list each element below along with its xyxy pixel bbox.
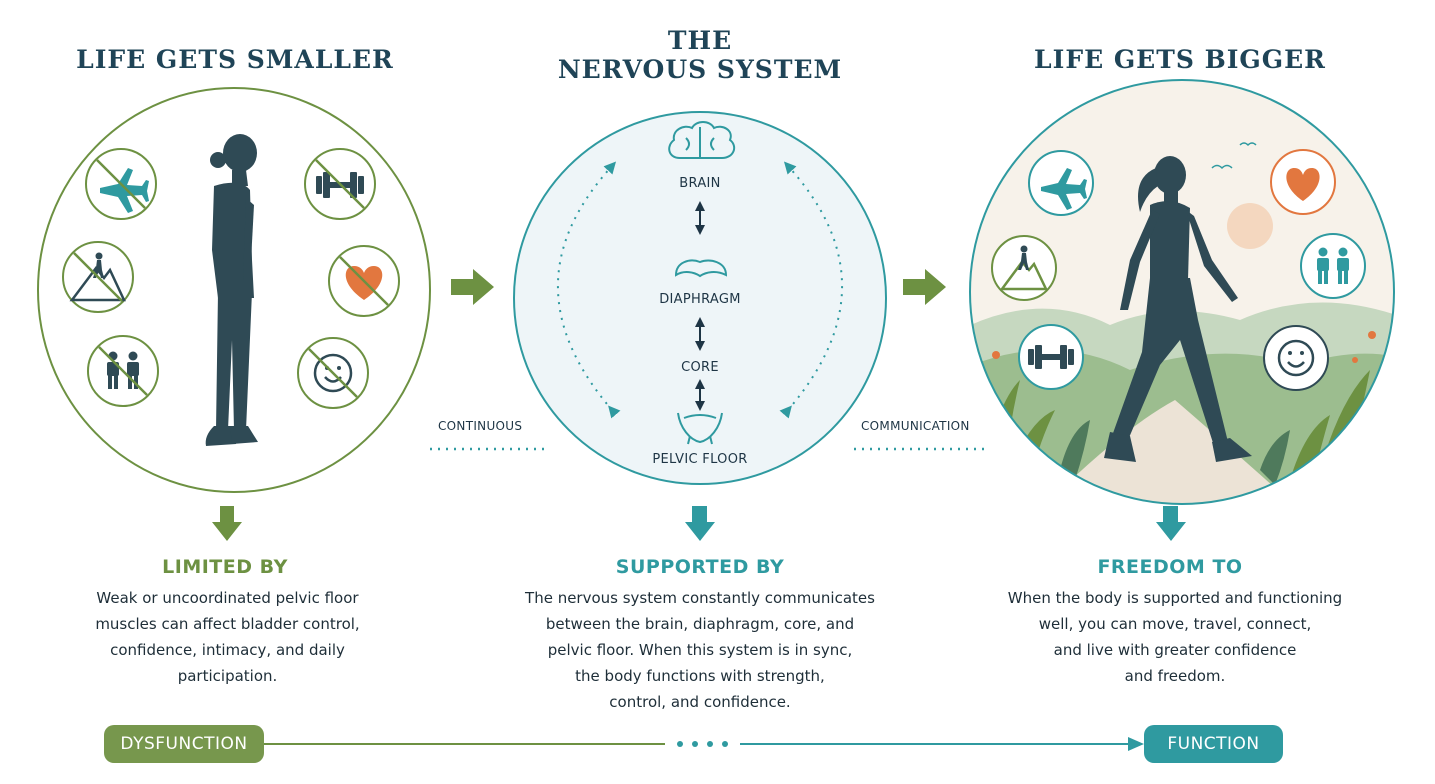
pelvis-icon — [677, 412, 723, 445]
left-body-line: Weak or uncoordinated pelvic floor — [96, 589, 359, 607]
brain-icon — [668, 121, 736, 159]
walking-woman-figure — [1104, 156, 1252, 462]
node-brain: BRAIN — [679, 176, 721, 191]
couple-crossed-icon — [87, 335, 159, 407]
spectrum-dots — [677, 741, 728, 747]
dumbbell-crossed-icon — [304, 148, 376, 220]
center-title-line2: NERVOUS SYSTEM — [557, 55, 843, 84]
smile-crossed-icon — [297, 337, 369, 409]
dysfunction-pill: DYSFUNCTION — [104, 725, 264, 763]
diaphragm-icon — [674, 259, 728, 278]
center-heading: SUPPORTED BY — [615, 556, 785, 578]
hiker-crossed-icon — [62, 241, 134, 313]
right-body: When the body is supported and functioni… — [995, 585, 1355, 689]
sun-icon — [1227, 203, 1273, 249]
center-title-line1: THE — [667, 26, 733, 55]
airplane-crossed-icon — [85, 148, 157, 220]
right-body-line: well, you can move, travel, connect, — [1038, 615, 1312, 633]
left-body: Weak or uncoordinated pelvic floor muscl… — [60, 585, 395, 689]
right-body-line: When the body is supported and functioni… — [1007, 589, 1343, 607]
center-body-line: between the brain, diaphragm, core, and — [545, 615, 855, 633]
flow-label-continuous: CONTINUOUS — [438, 419, 523, 433]
airplane-icon — [1028, 150, 1094, 216]
center-circle — [513, 111, 887, 485]
birds-icon — [1211, 142, 1257, 170]
left-heading: LIMITED BY — [162, 556, 288, 578]
smile-icon — [1263, 325, 1329, 391]
center-body: The nervous system constantly communicat… — [515, 585, 885, 715]
center-body-line: the body functions with strength, — [575, 667, 825, 685]
node-diaphragm: DIAPHRAGM — [659, 292, 741, 307]
left-body-line: muscles can affect bladder control, — [95, 615, 360, 633]
dumbbell-icon — [1018, 324, 1084, 390]
couple-icon — [1300, 233, 1366, 299]
spectrum-arrowhead — [1128, 737, 1144, 751]
function-pill: FUNCTION — [1144, 725, 1283, 763]
left-body-line: confidence, intimacy, and daily — [110, 641, 345, 659]
center-body-line: control, and confidence. — [609, 693, 791, 711]
node-pelvic-floor: PELVIC FLOOR — [652, 452, 748, 467]
right-body-line: and freedom. — [1124, 667, 1226, 685]
right-title: LIFE GETS BIGGER — [1034, 45, 1326, 74]
right-arrow-right — [903, 269, 946, 305]
center-body-line: pelvic floor. When this system is in syn… — [547, 641, 853, 659]
flow-label-communication: COMMUNICATION — [861, 419, 970, 433]
right-arrow-left — [451, 269, 494, 305]
slumped-woman-figure — [205, 134, 258, 446]
hiker-icon — [991, 235, 1057, 301]
down-arrow-left — [212, 506, 242, 541]
right-heading: FREEDOM TO — [1097, 556, 1243, 578]
left-body-line: participation. — [177, 667, 278, 685]
center-body-line: The nervous system constantly communicat… — [525, 589, 875, 607]
right-body-line: and live with greater confidence — [1053, 641, 1297, 659]
down-arrow-right — [1156, 506, 1186, 541]
node-core: CORE — [681, 360, 719, 375]
heart-crossed-icon — [328, 245, 400, 317]
left-title: LIFE GETS SMALLER — [76, 45, 394, 74]
heart-icon — [1270, 149, 1336, 215]
down-arrow-center — [685, 506, 715, 541]
